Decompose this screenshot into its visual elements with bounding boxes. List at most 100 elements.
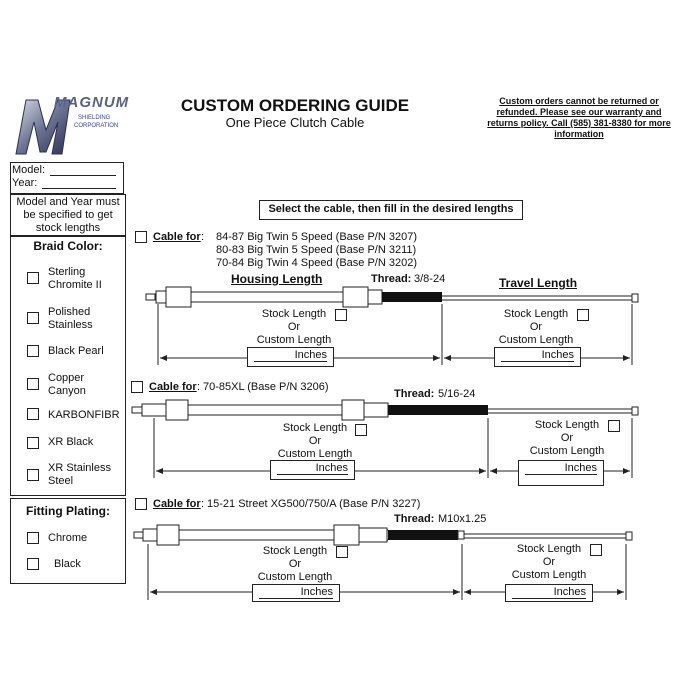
cable-1-travel-custom-input[interactable]: Inches — [494, 347, 581, 367]
stock-length-label: Stock Length — [261, 308, 327, 320]
cable-3-checkbox[interactable] — [135, 498, 147, 510]
inches-label: Inches — [294, 349, 327, 361]
cable-3-travel-stock-checkbox[interactable] — [590, 544, 602, 556]
braid-option-label: XR Stainless — [48, 462, 111, 474]
model-field[interactable] — [50, 175, 116, 176]
braid-option-label: Canyon — [48, 385, 86, 397]
inches-label: Inches — [300, 586, 333, 598]
model-year-note: Model and Year must — [16, 196, 120, 208]
braid-option-label: Stainless — [48, 319, 93, 331]
or-label: Or — [529, 321, 543, 333]
travel-length-label: Travel Length — [499, 276, 578, 290]
cable-1-housing-custom-input[interactable]: Inches — [247, 347, 334, 367]
model-year-note: stock lengths — [35, 222, 101, 234]
instruction-text: Select the cable, then fill in the desir… — [268, 203, 514, 215]
stock-length-label: Stock Length — [503, 308, 569, 320]
cable-2-checkbox[interactable] — [131, 381, 143, 393]
cable-2-housing-stock-checkbox[interactable] — [355, 424, 367, 436]
cable-1-model: 80-83 Big Twin 5 Speed (Base P/N 3211) — [216, 244, 417, 256]
logo-word: MAGNUM — [54, 94, 130, 111]
cable-1-travel-stock-checkbox[interactable] — [577, 309, 589, 321]
logo-sub-2: CORPORATION — [74, 123, 119, 129]
thread-label: Thread: — [394, 513, 435, 525]
braid-option-label: Copper — [48, 372, 85, 384]
cable-1-checkbox[interactable] — [135, 231, 147, 243]
cable-1-model: 84-87 Big Twin 5 Speed (Base P/N 3207) — [216, 231, 417, 243]
braid-polished-checkbox[interactable] — [27, 312, 39, 324]
stock-length-label: Stock Length — [516, 543, 582, 555]
stock-length-label: Stock Length — [282, 422, 348, 434]
plating-option-label: Chrome — [48, 532, 88, 544]
cable-for-colon: : — [201, 231, 205, 243]
or-label: Or — [542, 556, 556, 568]
stock-length-label: Stock Length — [534, 419, 600, 431]
or-label: Or — [560, 432, 574, 444]
notice-line: information — [554, 129, 604, 139]
braid-black-pearl-checkbox[interactable] — [27, 345, 39, 357]
cable-2-model: 70-85XL (Base P/N 3206) — [203, 381, 329, 393]
custom-length-label: Custom Length — [511, 569, 587, 581]
page-subtitle: One Piece Clutch Cable — [225, 115, 365, 130]
cable-2-travel-stock-checkbox[interactable] — [608, 420, 620, 432]
braid-xr-stainless-checkbox[interactable] — [27, 469, 39, 481]
or-label: Or — [288, 558, 302, 570]
cable-for-label: Cable for — [153, 231, 201, 243]
fitting-plating-title: Fitting Plating: — [26, 504, 110, 518]
magnum-logo: MAGNUM SHIELDING CORPORATION — [12, 92, 128, 162]
or-label: Or — [308, 435, 322, 447]
custom-length-label: Custom Length — [256, 334, 332, 346]
inches-label: Inches — [315, 462, 348, 474]
cable-3-housing-custom-input[interactable]: Inches — [252, 584, 340, 602]
cable-3-housing-stock-checkbox[interactable] — [336, 546, 348, 558]
cable-for-label: Cable for — [149, 381, 197, 393]
cable-2-travel-custom-input[interactable]: Inches — [518, 460, 604, 486]
notice-line: Custom orders cannot be returned or — [499, 96, 659, 106]
year-label: Year: — [12, 177, 38, 189]
stock-length-label: Stock Length — [262, 545, 328, 557]
year-field[interactable] — [42, 188, 116, 189]
model-label: Model: — [12, 164, 46, 176]
plating-chrome-checkbox[interactable] — [27, 532, 39, 544]
braid-option-label: Chromite II — [48, 279, 102, 291]
or-label: Or — [287, 321, 301, 333]
thread-label: Thread: — [371, 273, 412, 285]
notice-line: refunded. Please see our warranty and — [496, 107, 662, 117]
plating-black-checkbox[interactable] — [27, 558, 39, 570]
model-year-note-box — [10, 194, 126, 236]
braid-option-label: Black Pearl — [48, 345, 104, 357]
braid-option-label: XR Black — [48, 436, 94, 448]
inches-label: Inches — [553, 586, 586, 598]
braid-xr-black-checkbox[interactable] — [27, 437, 39, 449]
page-title: CUSTOM ORDERING GUIDE — [180, 96, 410, 115]
cable-for-colon: : — [197, 381, 201, 393]
inches-label: Inches — [564, 462, 597, 474]
logo-graphic — [15, 99, 71, 155]
cable-3-model: 15-21 Street XG500/750/A (Base P/N 3227) — [207, 498, 421, 510]
braid-color-title: Braid Color: — [33, 239, 103, 253]
cable-for-label: Cable for — [153, 498, 201, 510]
custom-length-label: Custom Length — [257, 571, 333, 583]
braid-karbonfibr-checkbox[interactable] — [27, 408, 39, 420]
cable-1-model: 70-84 Big Twin 4 Speed (Base P/N 3202) — [216, 257, 417, 269]
cable-3-thread-value: M10x1.25 — [438, 513, 487, 525]
custom-length-label: Custom Length — [529, 445, 605, 457]
cable-1-thread-value: 3/8-24 — [414, 273, 446, 285]
cable-2-housing-custom-input[interactable]: Inches — [270, 460, 355, 480]
cable-1-housing-stock-checkbox[interactable] — [335, 309, 347, 321]
instruction-box — [259, 200, 523, 220]
cable-for-colon: : — [201, 498, 205, 510]
cable-2-thread-value: 5/16-24 — [438, 388, 476, 400]
custom-length-label: Custom Length — [498, 334, 574, 346]
braid-sterling-checkbox[interactable] — [27, 272, 39, 284]
braid-option-label: Sterling — [48, 266, 86, 278]
notice-line: returns policy. Call (585) 381-8380 for … — [487, 118, 671, 128]
cable-3-travel-custom-input[interactable]: Inches — [505, 584, 593, 602]
custom-length-label: Custom Length — [277, 448, 353, 460]
inches-label: Inches — [541, 349, 574, 361]
model-year-note: be specified to get — [23, 209, 113, 221]
braid-copper-checkbox[interactable] — [27, 378, 39, 390]
braid-option-label: Polished — [48, 306, 91, 318]
logo-sub-1: SHIELDING — [78, 115, 111, 121]
